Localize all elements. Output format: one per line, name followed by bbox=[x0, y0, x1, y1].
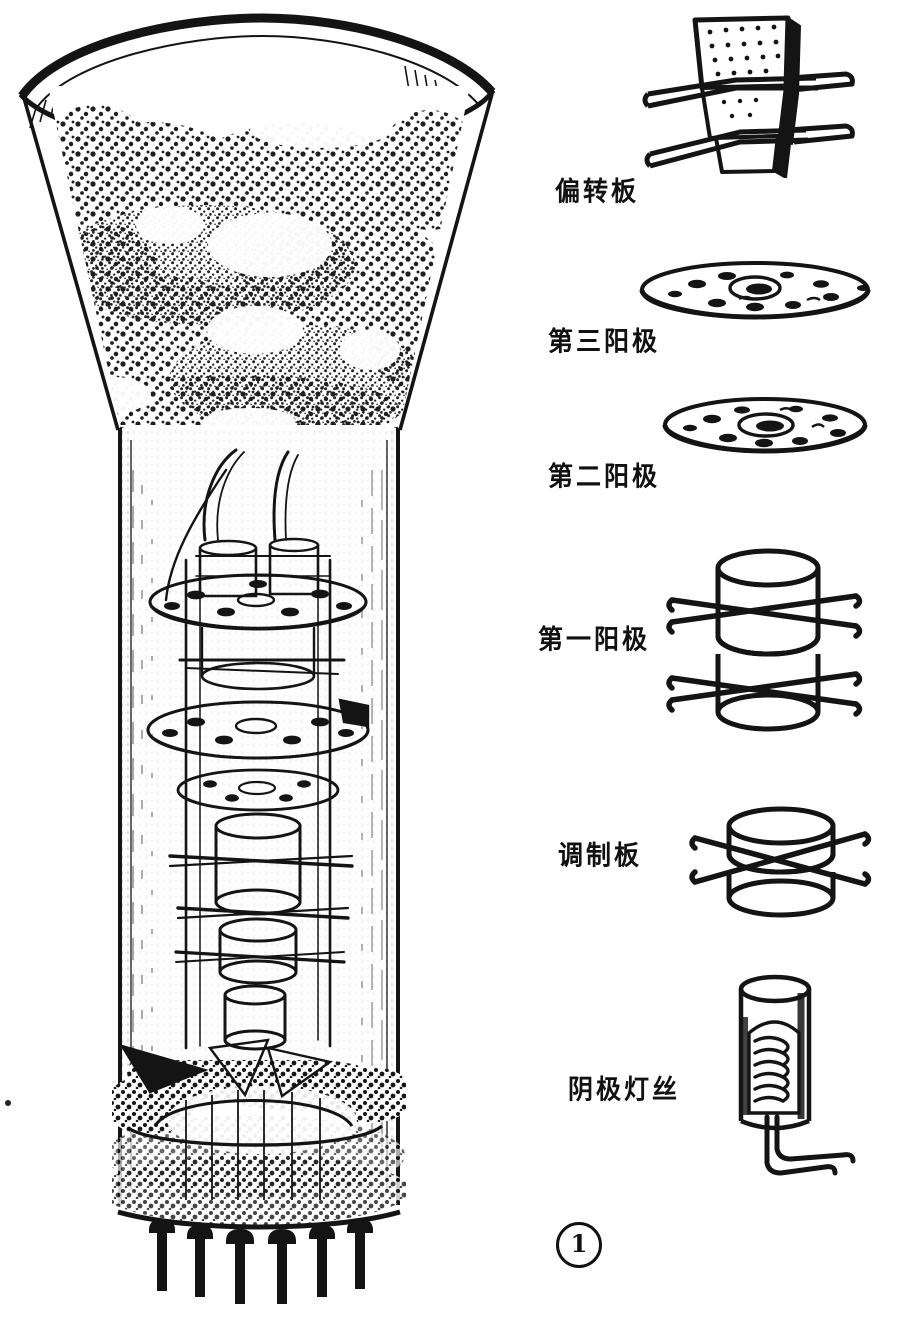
internal-anode-cylinder-upper bbox=[178, 626, 346, 691]
part-label-modulator: 调制板 bbox=[558, 840, 643, 871]
part-label-third-anode: 第三阳极 bbox=[548, 326, 661, 357]
part-first-anode: 第一阳极 bbox=[520, 520, 900, 790]
figure-number-text: 1 bbox=[570, 1229, 588, 1258]
part-deflection-plates: 偏转板 bbox=[520, 0, 900, 250]
cathode-ray-tube-illustration bbox=[5, 13, 496, 1304]
tube-base-pins bbox=[117, 1209, 401, 1304]
first-anode-art bbox=[660, 540, 875, 744]
internal-cathode bbox=[223, 984, 287, 1051]
parts-legend-column: 偏转板 bbox=[520, 0, 900, 1333]
internal-second-anode bbox=[146, 698, 370, 760]
part-third-anode: 第三阳极 bbox=[520, 250, 900, 385]
crt-svg bbox=[5, 13, 496, 1304]
getter-and-stem bbox=[112, 1038, 406, 1225]
part-label-deflection-plates: 偏转板 bbox=[555, 176, 640, 207]
third-anode-art bbox=[635, 258, 875, 332]
crt-cone bbox=[22, 86, 494, 448]
internal-electron-gun bbox=[146, 448, 370, 1051]
cathode-filament-art bbox=[715, 971, 875, 1190]
part-second-anode: 第二阳极 bbox=[520, 385, 900, 520]
second-anode-art bbox=[660, 393, 875, 467]
part-modulator: 调制板 bbox=[520, 790, 900, 970]
deflection-plate-art bbox=[640, 8, 860, 182]
ink-speck bbox=[5, 1100, 11, 1106]
part-label-cathode-filament: 阴极灯丝 bbox=[568, 1074, 681, 1105]
figure-number: 1 bbox=[556, 1222, 602, 1268]
part-cathode-filament: 阴极灯丝 bbox=[520, 965, 900, 1195]
internal-modulator bbox=[174, 917, 346, 985]
internal-third-anode bbox=[148, 573, 368, 631]
part-label-second-anode: 第二阳极 bbox=[548, 461, 661, 492]
part-label-first-anode: 第一阳极 bbox=[538, 624, 651, 655]
modulator-art bbox=[685, 802, 875, 926]
